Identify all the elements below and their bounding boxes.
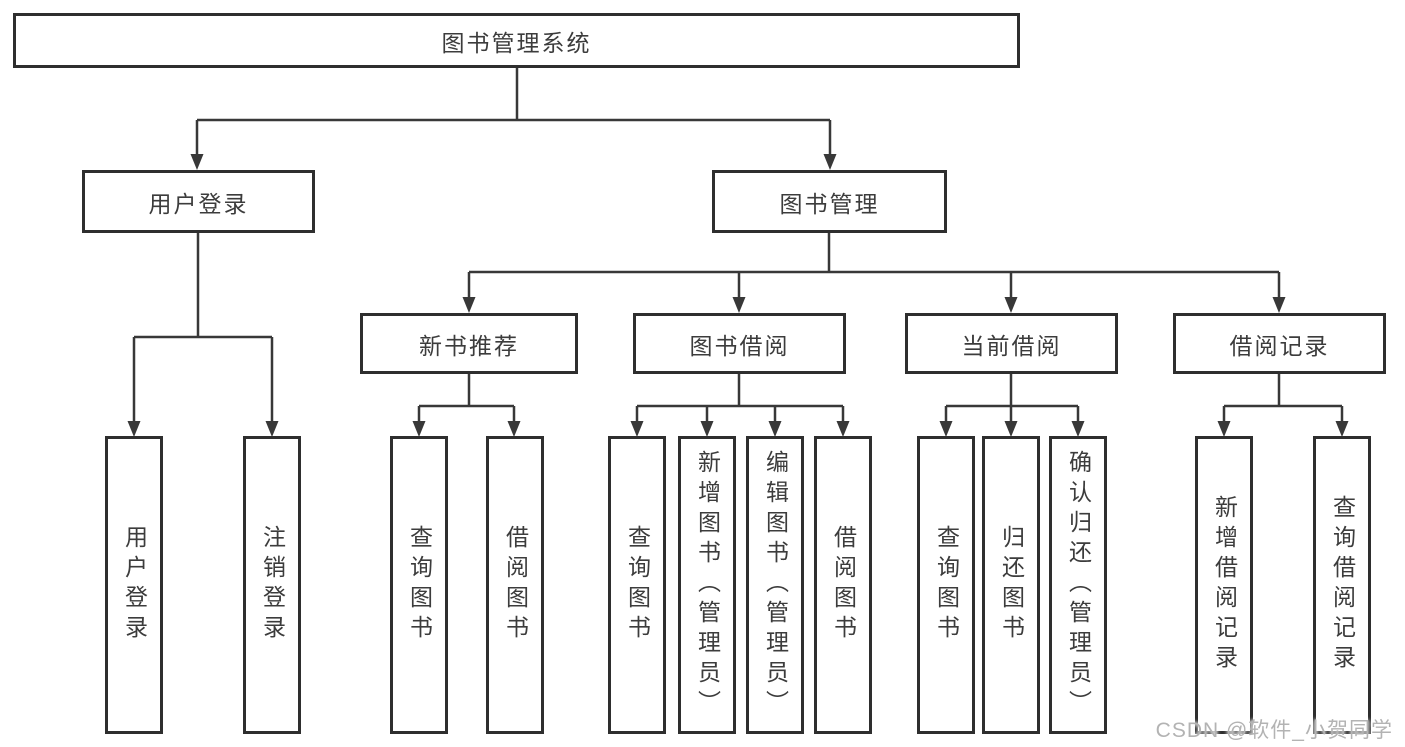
leaf-add-borrow-record: 新增借阅记录 [1195, 436, 1253, 734]
leaf-query-book: 查询图书 [608, 436, 666, 734]
leaf-edit-book-admin: 编辑图书（管理员） [746, 436, 804, 734]
node-borrow-record: 借阅记录 [1173, 313, 1386, 374]
node-label: 查询借阅记录 [1329, 495, 1356, 675]
connector-path [132, 68, 1344, 423]
node-label: 图书管理系统 [441, 29, 592, 56]
leaf-query-book: 查询图书 [390, 436, 448, 734]
node-label: 确认归还（管理员） [1065, 450, 1092, 720]
node-label: 新增借阅记录 [1211, 495, 1238, 675]
node-label: 借阅图书 [830, 525, 857, 645]
node-label: 借阅记录 [1229, 332, 1330, 359]
node-label: 新书推荐 [419, 332, 519, 359]
leaf-query-borrow-record: 查询借阅记录 [1313, 436, 1371, 734]
leaf-return-book: 归还图书 [982, 436, 1040, 734]
node-label: 用户登录 [148, 190, 249, 217]
leaf-query-book: 查询图书 [917, 436, 975, 734]
node-label: 图书管理 [779, 190, 880, 217]
leaf-borrow-book: 借阅图书 [486, 436, 544, 734]
node-label: 查询图书 [406, 525, 433, 645]
node-label: 注销登录 [259, 525, 286, 645]
node-current-borrow: 当前借阅 [905, 313, 1118, 374]
node-user-login: 用户登录 [82, 170, 315, 233]
node-book-management: 图书管理 [712, 170, 947, 233]
node-label: 归还图书 [998, 525, 1025, 645]
node-label: 编辑图书（管理员） [762, 450, 789, 720]
node-label: 查询图书 [624, 525, 651, 645]
node-label: 当前借阅 [961, 332, 1062, 359]
leaf-confirm-return-admin: 确认归还（管理员） [1049, 436, 1107, 734]
leaf-logout: 注销登录 [243, 436, 301, 734]
csdn-watermark: CSDN @软件_小贺同学 [1155, 719, 1393, 742]
node-label: 用户登录 [121, 525, 148, 645]
leaf-add-book-admin: 新增图书（管理员） [678, 436, 736, 734]
node-label: 图书借阅 [689, 332, 790, 359]
node-label: 新增图书（管理员） [694, 450, 721, 720]
node-label: 查询图书 [933, 525, 960, 645]
node-label: 借阅图书 [502, 525, 529, 645]
leaf-borrow-book: 借阅图书 [814, 436, 872, 734]
node-new-book-recommend: 新书推荐 [360, 313, 578, 374]
leaf-user-login: 用户登录 [105, 436, 163, 734]
node-book-borrow: 图书借阅 [633, 313, 846, 374]
node-root-system: 图书管理系统 [13, 13, 1020, 68]
